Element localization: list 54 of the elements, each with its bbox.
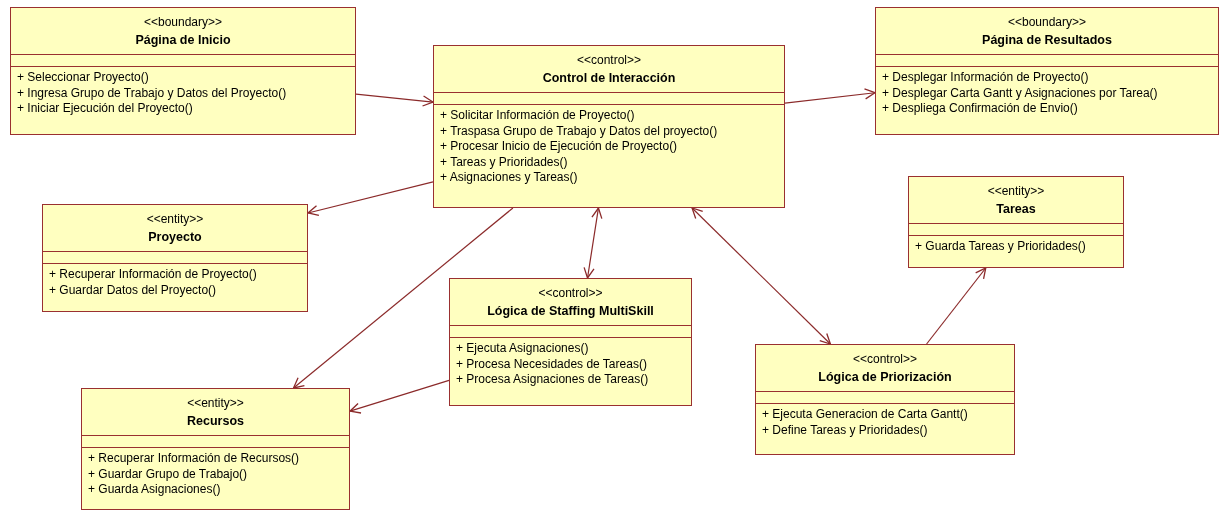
operation-text: + Despliega Confirmación de Envio() xyxy=(882,101,1078,117)
operation-text: + Desplegar Información de Proyecto() xyxy=(882,70,1089,86)
association-arrow xyxy=(349,379,450,414)
bidirectional-association-arrow xyxy=(583,207,603,279)
operation-text: + Procesar Inicio de Ejecución de Proyecto() xyxy=(440,139,678,155)
operation-text: + Tareas y Prioridades() xyxy=(440,154,568,170)
operation-text: + Ejecuta Generacion de Carta Gantt() xyxy=(762,407,968,423)
uml-class-box xyxy=(81,388,350,510)
association-arrow xyxy=(307,181,434,217)
operation-text: + Desplegar Carta Gantt y Asignaciones por Tarea() xyxy=(882,85,1158,101)
uml-class-box xyxy=(433,45,785,208)
class-name: Página de Resultados xyxy=(982,32,1112,49)
association-arrow xyxy=(355,93,434,107)
operation-text: + Guardar Datos del Proyecto() xyxy=(49,282,217,298)
uml-class-box xyxy=(755,344,1015,455)
class-name: Página de Inicio xyxy=(135,32,231,49)
operation-text: + Asignaciones y Tareas() xyxy=(440,170,578,186)
operation-text: + Recuperar Información de Recursos() xyxy=(88,451,300,467)
class-name: Lógica de Staffing MultiSkill xyxy=(487,303,654,320)
stereotype-label: <<control>> xyxy=(576,53,642,68)
operation-text: + Traspasa Grupo de Trabajo y Datos del proyecto() xyxy=(440,123,718,139)
class-name: Proyecto xyxy=(148,229,202,246)
stereotype-label: <<entity>> xyxy=(987,184,1045,199)
uml-class-box xyxy=(908,176,1124,268)
uml-class-box xyxy=(42,204,308,312)
operation-text: + Guarda Tareas y Prioridades() xyxy=(915,239,1086,255)
uml-class-box xyxy=(449,278,692,406)
operation-text: + Solicitar Información de Proyecto() xyxy=(440,108,635,124)
operation-text: + Ingresa Grupo de Trabajo y Datos del Proyecto() xyxy=(17,85,287,101)
operation-text: + Guarda Asignaciones() xyxy=(88,482,221,498)
operation-text: + Iniciar Ejecución del Proyecto() xyxy=(17,101,193,117)
bidirectional-association-arrow xyxy=(691,207,832,345)
class-name: Control de Interacción xyxy=(542,70,676,87)
class-name: Lógica de Priorización xyxy=(818,369,952,386)
uml-class-box xyxy=(10,7,356,135)
association-arrow xyxy=(784,88,876,104)
association-arrow xyxy=(926,267,987,345)
operation-text: + Procesa Asignaciones de Tareas() xyxy=(456,372,649,388)
stereotype-label: <<entity>> xyxy=(146,212,204,227)
stereotype-label: <<boundary>> xyxy=(143,15,223,30)
class-name: Tareas xyxy=(996,201,1036,218)
uml-class-box xyxy=(875,7,1219,135)
stereotype-label: <<entity>> xyxy=(187,396,244,411)
stereotype-label: <<control>> xyxy=(538,286,603,301)
operation-text: + Ejecuta Asignaciones() xyxy=(456,341,589,357)
operation-text: + Define Tareas y Prioridades() xyxy=(762,422,928,438)
operation-text: + Guardar Grupo de Trabajo() xyxy=(88,466,248,482)
association-arrow xyxy=(292,207,514,389)
stereotype-label: <<control>> xyxy=(852,352,918,367)
stereotype-label: <<boundary>> xyxy=(1007,15,1087,30)
operation-text: + Procesa Necesidades de Tareas() xyxy=(456,356,647,372)
class-name: Recursos xyxy=(187,413,244,430)
operation-text: + Seleccionar Proyecto() xyxy=(17,70,149,86)
operation-text: + Recuperar Información de Proyecto() xyxy=(49,267,257,283)
